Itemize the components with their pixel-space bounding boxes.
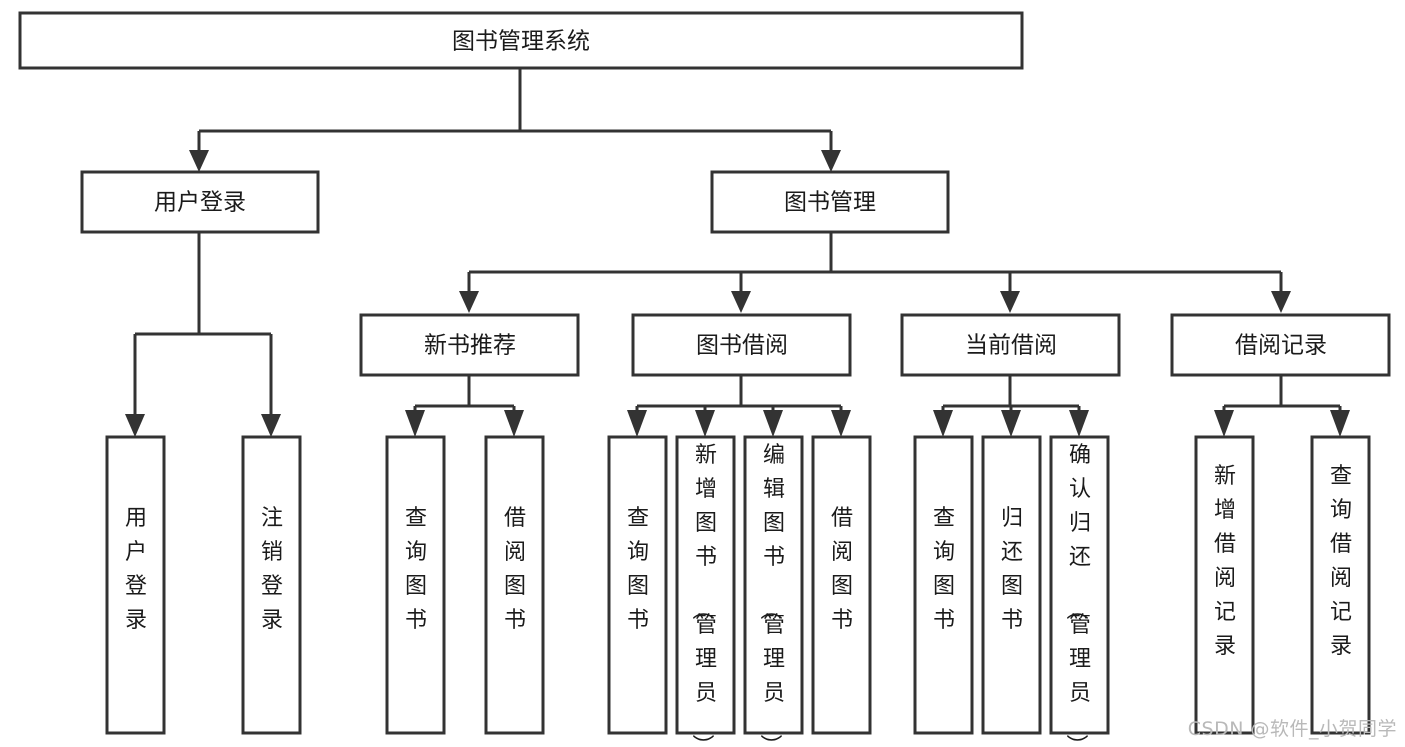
node-new-book-recommend-box[interactable]	[359, 313, 580, 377]
leaf-nbr-borrow-book-label: 借阅图书	[504, 506, 526, 633]
leaf-bb-borrow-book-box[interactable]	[811, 435, 872, 735]
node-current-borrow[interactable]: 当前借阅	[900, 313, 1121, 377]
node-root-system[interactable]: 图书管理系统	[18, 11, 1024, 70]
node-book-borrow-label: 图书借阅	[696, 333, 788, 359]
node-current-borrow-box[interactable]	[900, 313, 1121, 377]
leaf-bb-borrow-book-label: 借阅图书	[831, 506, 853, 633]
arrow-head-book-borrow	[731, 291, 751, 313]
leaf-node[interactable]: 用户登录	[105, 435, 166, 735]
connector-group-book-manage	[459, 232, 1291, 313]
leaf-cb-return-book-label: 归还图书	[1001, 506, 1023, 633]
leaf-bb-query-book-box[interactable]	[607, 435, 668, 735]
arrow-head-leaf-nbr-1	[405, 410, 425, 437]
leaf-node[interactable]: 编辑图书（管理员）	[743, 435, 804, 747]
node-user-login-box[interactable]	[80, 170, 320, 234]
leaf-node[interactable]: 查询借阅记录	[1310, 435, 1371, 735]
leaf-node[interactable]: 归还图书	[981, 435, 1042, 735]
leaf-br-add-record-label: 新增借阅记录	[1214, 464, 1236, 659]
leaf-nbr-query-book-label: 查询图书	[405, 506, 427, 633]
connector-group-current-borrow	[933, 375, 1089, 437]
leaf-bb-edit-book-box[interactable]	[743, 435, 804, 735]
node-borrow-record-label: 借阅记录	[1235, 333, 1327, 359]
connector-group-user-login	[125, 232, 281, 437]
arrow-head-leaf-bb-3	[763, 410, 783, 437]
node-user-login-label: 用户登录	[154, 190, 246, 216]
leaf-node[interactable]: 借阅图书	[484, 435, 545, 735]
leaf-node[interactable]: 借阅图书	[811, 435, 872, 735]
node-borrow-record[interactable]: 借阅记录	[1170, 313, 1391, 377]
arrow-head-leaf-user-login-1	[125, 414, 145, 437]
leaf-bb-add-book-box[interactable]	[675, 435, 736, 735]
leaf-logout-box[interactable]	[241, 435, 302, 735]
arrow-head-book-manage	[821, 150, 841, 172]
node-root-label: 图书管理系统	[452, 29, 590, 55]
leaf-nbr-borrow-book-box[interactable]	[484, 435, 545, 735]
connector-group-borrow-record	[1214, 375, 1350, 437]
arrow-head-leaf-br-2	[1330, 410, 1350, 437]
node-user-login[interactable]: 用户登录	[80, 170, 320, 234]
leaf-cb-return-book-box[interactable]	[981, 435, 1042, 735]
leaf-node[interactable]: 新增图书（管理员）	[675, 435, 736, 747]
leaf-bb-query-book-label: 查询图书	[627, 506, 649, 633]
arrow-head-leaf-cb-3	[1069, 410, 1089, 437]
arrow-head-leaf-nbr-2	[504, 410, 524, 437]
connector-group-book-borrow	[627, 375, 851, 437]
arrow-head-leaf-bb-1	[627, 410, 647, 437]
node-book-manage-label: 图书管理	[784, 190, 876, 216]
leaf-br-add-record-box[interactable]	[1194, 435, 1255, 735]
leaf-node[interactable]: 注销登录	[241, 435, 302, 735]
arrow-head-leaf-cb-1	[933, 410, 953, 437]
leaf-user-login-label: 用户登录	[125, 506, 147, 633]
connector-group-root	[189, 68, 841, 172]
leaf-user-login-box[interactable]	[105, 435, 166, 735]
leaf-cb-confirm-return-label: 确认归还（管理员）	[1063, 443, 1091, 747]
arrow-head-new-book-recommend	[459, 291, 479, 313]
node-book-manage[interactable]: 图书管理	[710, 170, 950, 234]
arrow-head-borrow-record	[1271, 291, 1291, 313]
node-book-manage-box[interactable]	[710, 170, 950, 234]
leaf-nbr-query-book-box[interactable]	[385, 435, 446, 735]
leaf-bb-add-book-label: 新增图书（管理员）	[689, 443, 717, 747]
arrow-head-leaf-bb-4	[831, 410, 851, 437]
node-book-borrow[interactable]: 图书借阅	[631, 313, 852, 377]
arrow-head-current-borrow	[1000, 291, 1020, 313]
leaf-node[interactable]: 确认归还（管理员）	[1049, 435, 1110, 747]
arrow-head-leaf-user-login-2	[261, 414, 281, 437]
leaf-node[interactable]: 查询图书	[607, 435, 668, 735]
node-root-box[interactable]	[18, 11, 1024, 70]
node-current-borrow-label: 当前借阅	[965, 333, 1057, 359]
node-book-borrow-box[interactable]	[631, 313, 852, 377]
leaf-bb-edit-book-label: 编辑图书（管理员）	[757, 443, 785, 747]
leaf-logout-label: 注销登录	[261, 506, 283, 633]
leaf-node[interactable]: 查询图书	[385, 435, 446, 735]
arrow-head-leaf-br-1	[1214, 410, 1234, 437]
arrow-head-user-login	[189, 150, 209, 172]
node-new-book-recommend[interactable]: 新书推荐	[359, 313, 580, 377]
arrow-head-leaf-cb-2	[1001, 410, 1021, 437]
leaf-cb-query-book-label: 查询图书	[933, 506, 955, 633]
leaf-cb-query-book-box[interactable]	[913, 435, 974, 735]
connector-group-new-book-recommend	[405, 375, 524, 437]
node-new-book-recommend-label: 新书推荐	[424, 333, 516, 359]
arrow-head-leaf-bb-2	[695, 410, 715, 437]
leaf-cb-confirm-return-box[interactable]	[1049, 435, 1110, 735]
node-borrow-record-box[interactable]	[1170, 313, 1391, 377]
leaf-node[interactable]: 查询图书	[913, 435, 974, 735]
leaf-br-query-record-label: 查询借阅记录	[1330, 464, 1352, 659]
leaf-br-query-record-box[interactable]	[1310, 435, 1371, 735]
leaf-node[interactable]: 新增借阅记录	[1194, 435, 1255, 735]
